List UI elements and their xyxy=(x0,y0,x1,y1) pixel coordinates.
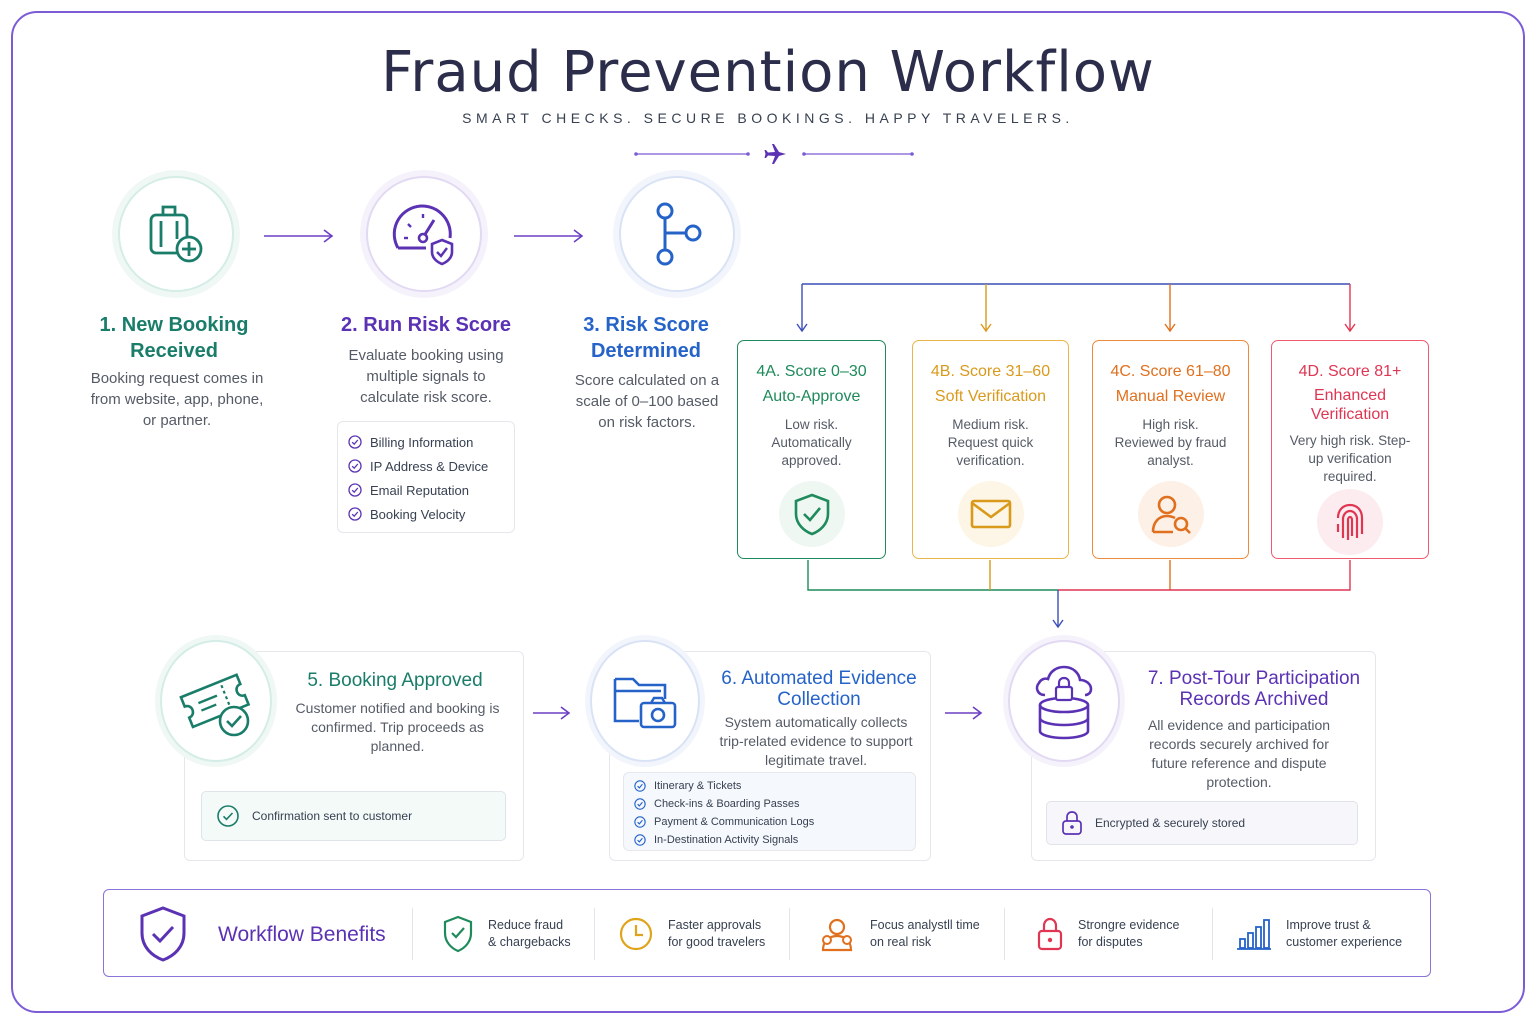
score-subtitle: Auto-Approve xyxy=(762,388,861,405)
score-icon-wrap xyxy=(957,481,1024,547)
clock-icon xyxy=(619,917,653,951)
step5-title: 5. Booking Approved xyxy=(307,670,483,691)
evidence-collection-circle xyxy=(590,640,700,762)
score-icon-wrap xyxy=(778,481,845,547)
score-desc: Low risk. Automatically approved. xyxy=(771,417,852,468)
check-circle-icon xyxy=(634,834,646,846)
step3-desc: Score calculated on a scale of 0–100 bas… xyxy=(574,372,720,431)
checklist-item: Itinerary & Tickets xyxy=(634,777,905,795)
luggage-plus-icon xyxy=(149,205,203,263)
checklist-item: Check-ins & Boarding Passes xyxy=(634,795,905,813)
risk-determined-circle xyxy=(619,176,735,292)
fingerprint-icon xyxy=(1336,503,1364,540)
step2-title: 2. Run Risk Score xyxy=(340,314,512,336)
shield-check-icon xyxy=(443,915,473,953)
checklist-item: Email Reputation xyxy=(348,478,504,502)
envelope-icon xyxy=(970,499,1011,529)
divider xyxy=(412,908,413,960)
score-card-auto-approve: 4A. Score 0–30 Auto-Approve Low risk. Au… xyxy=(737,340,886,559)
plane-divider xyxy=(634,144,914,164)
bar-chart-icon xyxy=(1237,919,1271,950)
ticket-check-icon xyxy=(179,673,251,737)
workflow-benefits-bar: Workflow Benefits Reduce fraud& chargeba… xyxy=(103,889,1431,977)
arrow-2-3 xyxy=(514,229,584,243)
check-circle-icon xyxy=(217,805,239,827)
score-icon-wrap xyxy=(1317,489,1383,555)
page-frame xyxy=(11,11,1525,1013)
check-circle-icon xyxy=(634,798,646,810)
arrow-5-6 xyxy=(533,706,571,720)
score-subtitle: Enhanced Verification xyxy=(1310,387,1390,423)
analyst-icon xyxy=(821,918,853,952)
checklist-item: Billing Information xyxy=(348,430,504,454)
speedometer-shield-icon xyxy=(392,204,454,266)
folder-camera-icon xyxy=(613,677,677,729)
score-card-enhanced-verification: 4D. Score 81+ Enhanced Verification Very… xyxy=(1271,340,1429,559)
step7-desc: All evidence and participation records s… xyxy=(1147,717,1331,790)
benefit-item: Reduce fraud& chargebacks xyxy=(442,890,571,978)
booking-approved-circle xyxy=(160,640,272,762)
user-search-icon xyxy=(1151,495,1191,534)
checklist-item: Booking Velocity xyxy=(348,502,504,526)
page-subtitle: SMART CHECKS. SECURE BOOKINGS. HAPPY TRA… xyxy=(462,110,1074,126)
shield-check-icon xyxy=(794,493,829,536)
confirmation-note: Confirmation sent to customer xyxy=(201,791,506,841)
new-booking-circle xyxy=(118,176,234,292)
score-desc: High risk. Reviewed by fraud analyst. xyxy=(1114,417,1227,468)
divider xyxy=(1004,908,1005,960)
benefit-item: Improve trust &customer experience xyxy=(1236,890,1402,978)
airplane-icon xyxy=(764,144,786,164)
score-subtitle: Manual Review xyxy=(1115,388,1226,405)
score-desc: Very high risk. Step-up verification req… xyxy=(1289,433,1411,484)
step2-desc: Evaluate booking using multiple signals … xyxy=(348,347,504,406)
score-title: 4A. Score 0–30 xyxy=(756,363,867,380)
score-title: 4D. Score 81+ xyxy=(1298,363,1402,380)
page-title: Fraud Prevention Workflow xyxy=(381,40,1155,105)
branch-icon xyxy=(656,202,702,266)
arrow-1-2 xyxy=(264,229,334,243)
records-archived-circle xyxy=(1008,640,1120,762)
check-circle-icon xyxy=(634,816,646,828)
check-circle-icon xyxy=(348,435,362,449)
step7-title: 7. Post-Tour Participation Records Archi… xyxy=(1147,668,1361,710)
score-desc: Medium risk. Request quick verification. xyxy=(947,417,1034,468)
divider xyxy=(594,908,595,960)
score-card-manual-review: 4C. Score 61–80 Manual Review High risk.… xyxy=(1092,340,1249,559)
score-title: 4B. Score 31–60 xyxy=(930,363,1051,380)
step6-desc: System automatically collects trip-relat… xyxy=(719,714,913,768)
checklist-item: IP Address & Device xyxy=(348,454,504,478)
score-subtitle: Soft Verification xyxy=(934,388,1047,405)
step1-title: 1. New Booking Received xyxy=(99,314,249,362)
arrow-6-7 xyxy=(945,706,983,720)
shield-check-icon xyxy=(140,906,186,962)
cloud-database-lock-icon xyxy=(1035,665,1093,740)
lock-icon xyxy=(1062,811,1082,835)
checklist-item: In-Destination Activity Signals xyxy=(634,831,905,849)
step6-title: 6. Automated Evidence Collection xyxy=(721,668,917,710)
score-card-soft-verification: 4B. Score 31–60 Soft Verification Medium… xyxy=(912,340,1069,559)
step1-desc: Booking request comes in from website, a… xyxy=(90,370,264,429)
divider xyxy=(789,908,790,960)
risk-score-circle xyxy=(366,176,482,292)
step5-desc: Customer notified and booking is confirm… xyxy=(295,700,500,754)
encrypted-note: Encrypted & securely stored xyxy=(1046,801,1358,845)
score-title: 4C. Score 61–80 xyxy=(1110,363,1231,380)
step3-title: 3. Risk Score Determined xyxy=(583,314,709,362)
lock-icon xyxy=(1037,917,1063,951)
divider xyxy=(1212,908,1213,960)
score-icon-wrap xyxy=(1137,481,1204,547)
check-circle-icon xyxy=(348,459,362,473)
risk-signals-checklist: Billing Information IP Address & Device … xyxy=(337,421,515,533)
checklist-item: Payment & Communication Logs xyxy=(634,813,905,831)
benefits-title: Workflow Benefits xyxy=(218,922,386,946)
evidence-checklist: Itinerary & Tickets Check-ins & Boarding… xyxy=(623,772,916,851)
check-circle-icon xyxy=(348,483,362,497)
benefits-heading: Workflow Benefits xyxy=(138,890,386,978)
check-circle-icon xyxy=(634,780,646,792)
check-circle-icon xyxy=(348,507,362,521)
